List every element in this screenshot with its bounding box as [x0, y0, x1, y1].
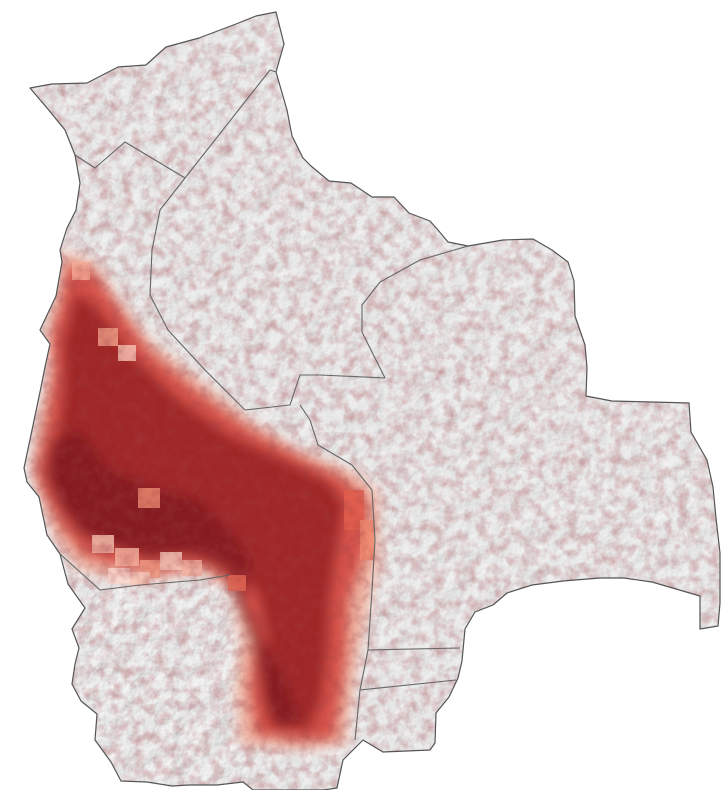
department-borders — [59, 69, 469, 741]
country-outline — [23, 11, 721, 790]
